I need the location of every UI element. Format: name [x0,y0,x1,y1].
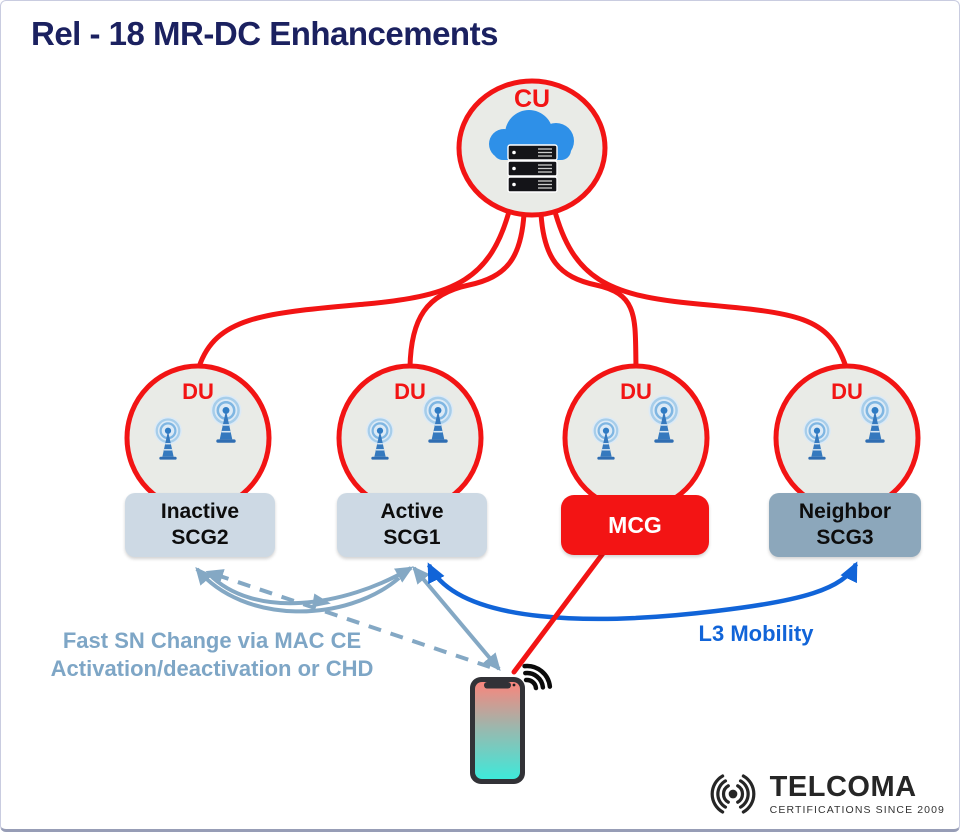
wifi-signal-icon [522,663,553,691]
du-label-1: DU [182,379,214,404]
box-active-scg1: Active SCG1 [337,493,487,557]
cu-label: CU [513,85,551,113]
box-neighbor-scg3: Neighbor SCG3 [769,493,921,557]
box-inactive-scg2: Inactive SCG2 [125,493,275,557]
du-label-3: DU [620,379,652,404]
box-inactive-line1: Inactive [160,499,240,523]
box-mcg-label: MCG [608,511,662,538]
scg-swap-arrows [195,566,414,614]
telcoma-logo: TELCOMA CERTIFICATIONS SINCE 2009 [700,771,945,817]
logo-tagline: CERTIFICATIONS SINCE 2009 [769,803,945,816]
page-title: Rel - 18 MR-DC Enhancements [31,15,498,52]
annotation-l3-mobility: L3 Mobility [698,621,814,646]
cloud-server-icon [489,110,574,193]
ue-phone [470,663,553,784]
annotation-fast-sn-change: Fast SN Change via MAC CE Activation/dea… [17,627,407,683]
mcg-ue-line [511,549,607,675]
ue-scg1-arrow [412,565,501,672]
du-label-4: DU [831,379,863,404]
box-active-line2: SCG1 [383,526,441,549]
cu-node [456,78,608,218]
fast-sn-line2: Activation/deactivation or CHD [50,656,374,682]
l3-mobility-arrow [426,561,859,622]
box-mcg: MCG [561,495,709,555]
cu-du-connectors [196,205,849,370]
logo-brand: TELCOMA [769,770,917,803]
box-active-line1: Active [380,499,444,523]
box-neighbor-line1: Neighbor [798,499,892,523]
du-label-2: DU [394,379,426,404]
broadcast-icon [710,774,756,814]
fast-sn-line1: Fast SN Change via MAC CE [62,628,362,653]
box-neighbor-line2: SCG3 [816,526,874,549]
box-inactive-line2: SCG2 [171,526,229,549]
